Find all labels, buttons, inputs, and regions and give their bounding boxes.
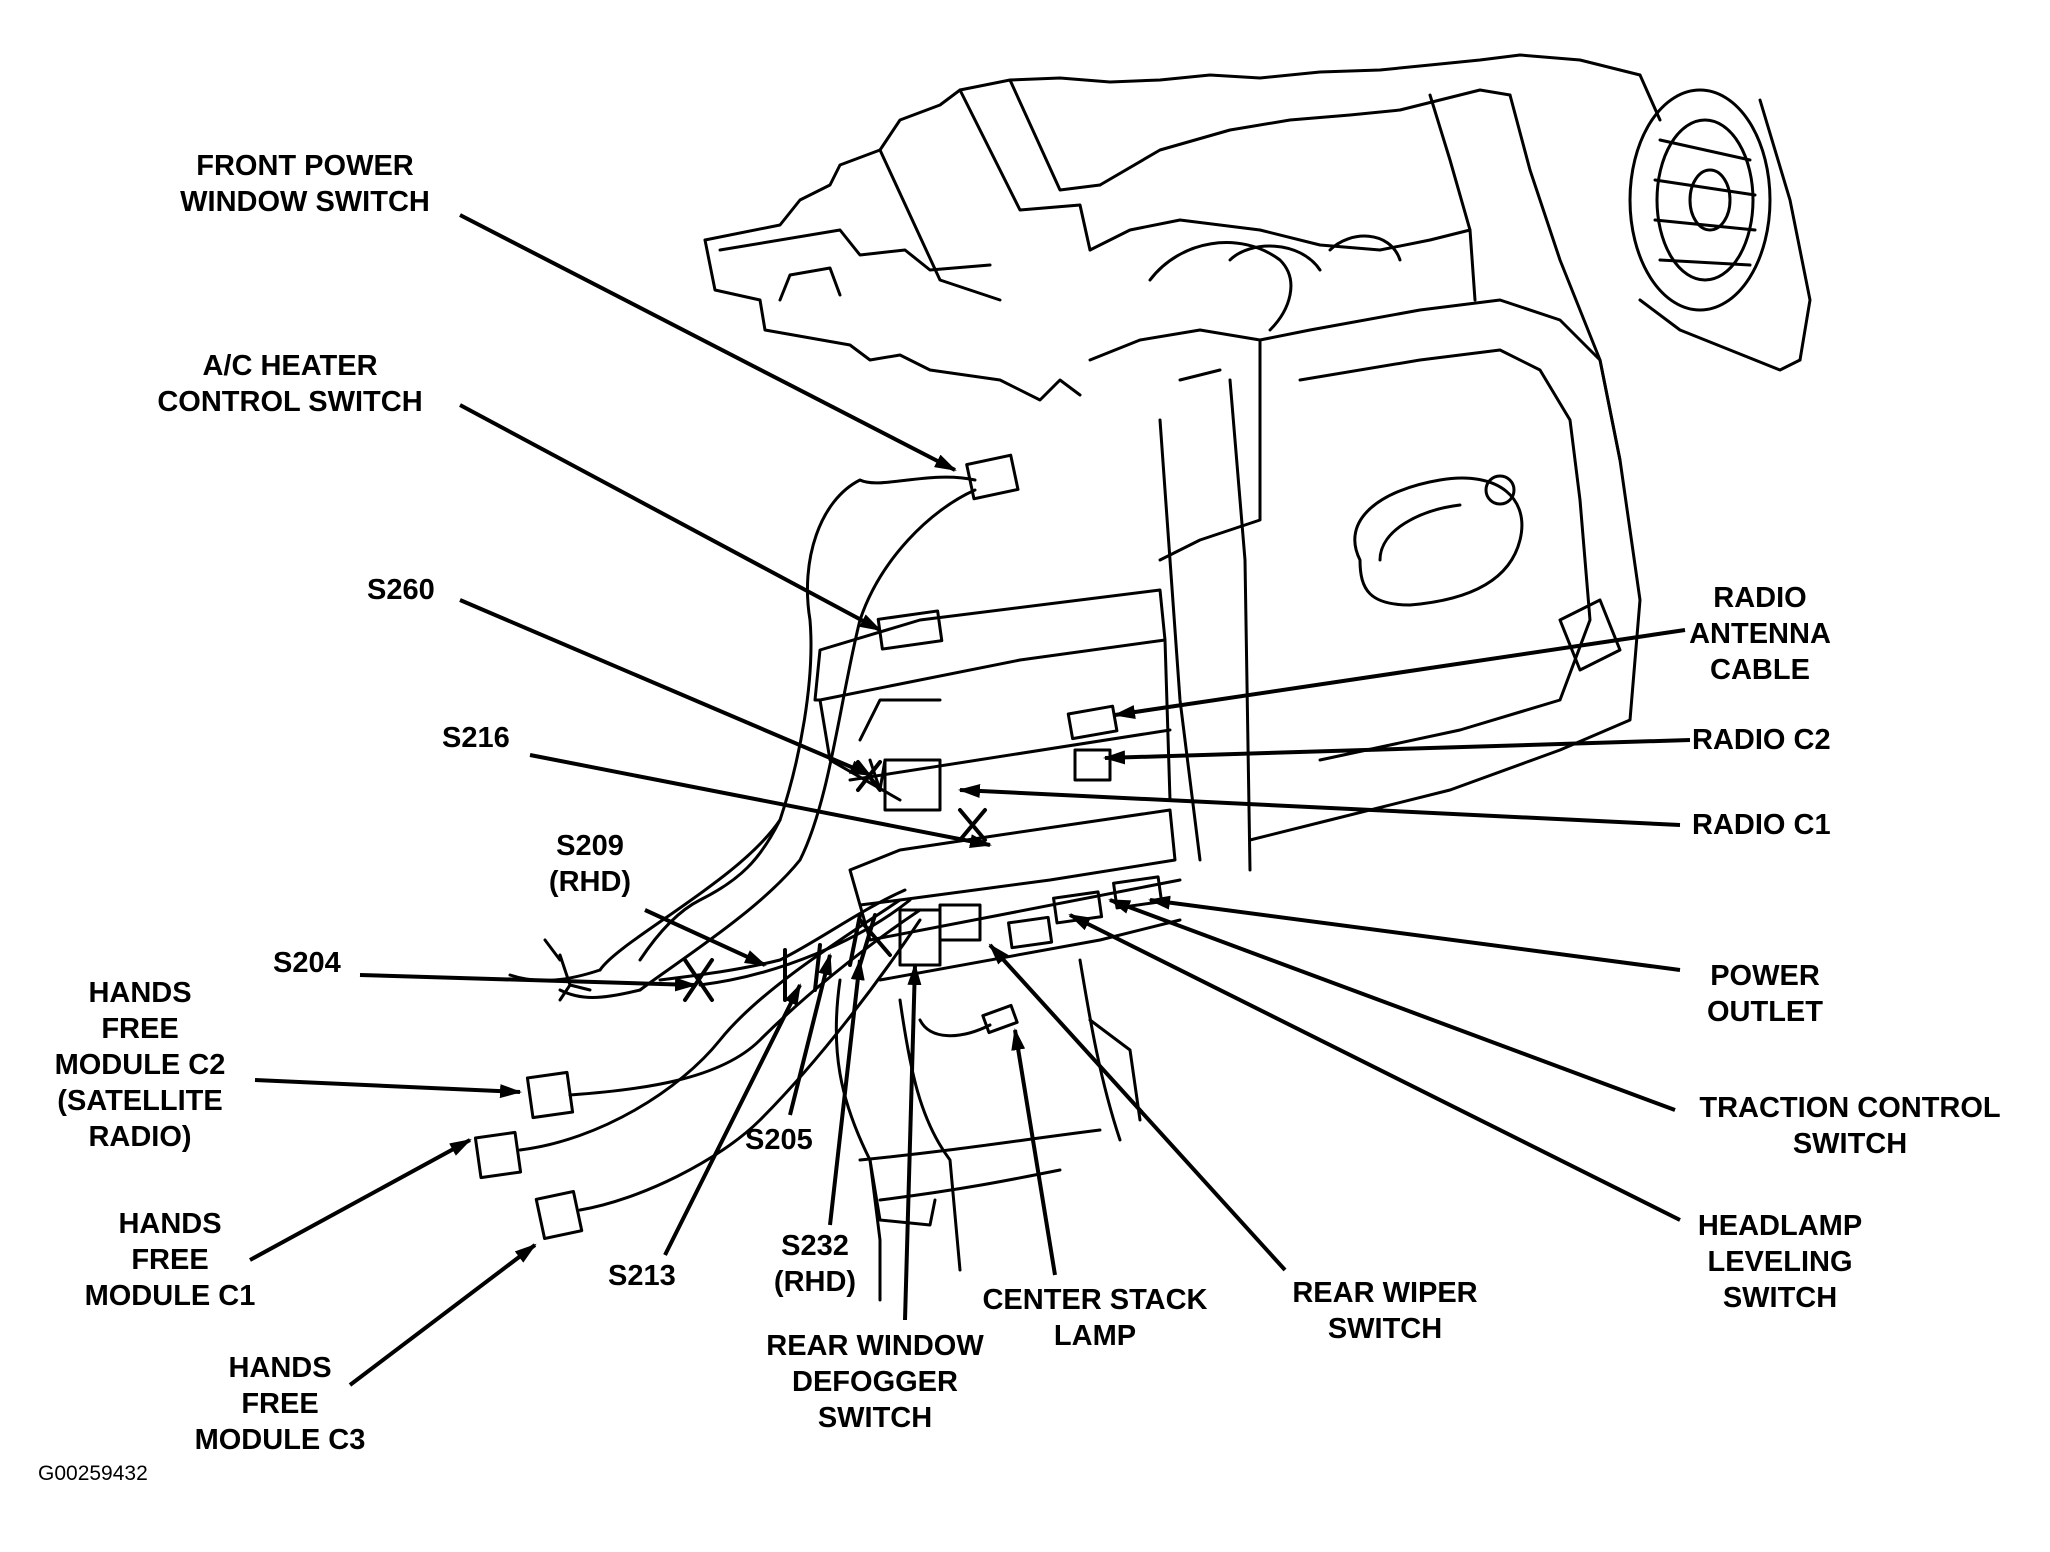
label-rear-window-defogger-switch: REAR WINDOW DEFOGGER SWITCH	[766, 1330, 984, 1434]
label-radio-c1: RADIO C1	[1692, 809, 1831, 841]
label-rear-wiper-switch: REAR WIPER SWITCH	[1292, 1277, 1478, 1345]
figure-id: G00259432	[38, 1462, 148, 1485]
label-s260: S260	[367, 574, 435, 606]
leader-arrows	[249, 213, 1691, 1387]
label-ac-heater-control-switch: A/C HEATER CONTROL SWITCH	[157, 350, 423, 418]
label-radio-antenna-cable: RADIO ANTENNA CABLE	[1689, 582, 1831, 686]
label-power-outlet: POWER OUTLET	[1707, 960, 1823, 1028]
label-center-stack-lamp: CENTER STACK LAMP	[982, 1284, 1208, 1352]
label-hands-free-module-c3: HANDS FREE MODULE C3	[194, 1352, 366, 1456]
label-s232: S232 (RHD)	[773, 1230, 857, 1298]
label-hands-free-module-c1: HANDS FREE MODULE C1	[84, 1208, 256, 1312]
label-headlamp-leveling-switch: HEADLAMP LEVELING SWITCH	[1697, 1210, 1863, 1314]
label-s216: S216	[442, 722, 510, 754]
label-s204: S204	[273, 947, 341, 979]
label-traction-control-switch: TRACTION CONTROL SWITCH	[1699, 1092, 2001, 1160]
label-front-power-window-switch: FRONT POWER WINDOW SWITCH	[180, 150, 430, 218]
label-s209: S209 (RHD)	[548, 830, 632, 898]
label-s205: S205	[745, 1124, 813, 1156]
label-hands-free-module-c2: HANDS FREE MODULE C2 (SATELLITE RADIO)	[54, 977, 226, 1153]
instrument-panel-drawing	[473, 53, 1812, 1302]
label-s213: S213	[608, 1260, 676, 1292]
label-radio-c2: RADIO C2	[1692, 724, 1831, 756]
